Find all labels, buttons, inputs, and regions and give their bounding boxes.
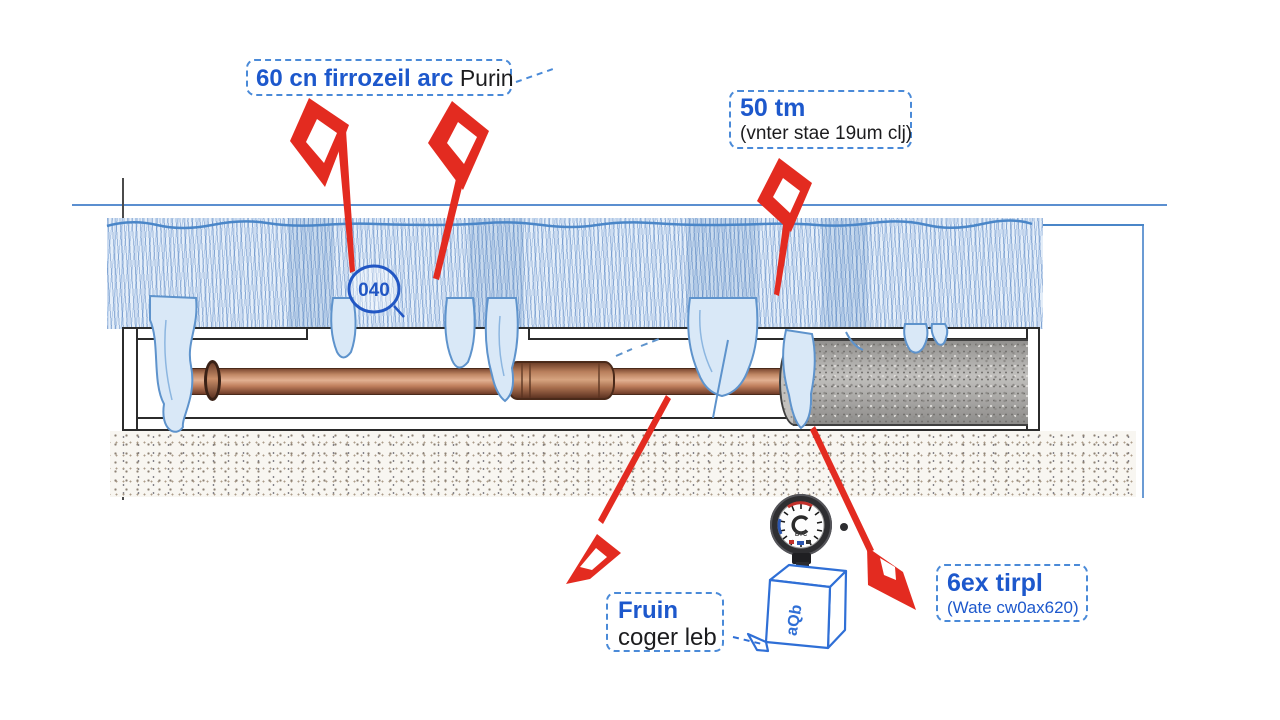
red-dart-arrow-2 <box>428 101 489 280</box>
surface-reference-line <box>72 204 1167 206</box>
red-pointer-arrow-left <box>566 395 671 584</box>
wall-left-inner <box>136 327 138 431</box>
meter-box: aQb <box>746 563 848 653</box>
wall-top-line <box>122 327 1040 329</box>
wall-top-inner-left <box>137 338 307 340</box>
pipe-coupling-ring <box>204 360 221 401</box>
ice-drips <box>149 294 949 433</box>
label-hex: 6ex tirpl (Wate cw0ax620) <box>936 564 1088 622</box>
wall-step <box>306 327 308 340</box>
wall-left-outer <box>122 327 124 431</box>
union-seam <box>529 363 531 398</box>
pipe-union-sleeve <box>507 361 615 400</box>
label-hex-title: 6ex tirpl <box>947 569 1043 597</box>
label-meter: Fruin coger leb <box>606 592 724 652</box>
union-seam <box>521 363 523 398</box>
label-frozen-highlight: 60 cn firrozeil arc <box>256 65 454 92</box>
label-hex-subtitle: (Wate cw0ax620) <box>947 598 1079 617</box>
wall-step <box>528 327 530 340</box>
wall-bottom-inner <box>137 417 1026 419</box>
frost-streak <box>822 218 868 329</box>
gauge-dial-text: BTC <box>795 532 808 538</box>
wall-bottom-line <box>122 429 1040 431</box>
frost-streak <box>288 218 334 329</box>
pressure-gauge: BTC <box>770 494 848 592</box>
label-connector-meter <box>732 636 763 645</box>
wall-right-outer <box>1038 327 1040 431</box>
svg-text:040: 040 <box>358 280 390 301</box>
label-frozen-rest: Purin <box>453 65 514 91</box>
label-connector-top <box>515 68 554 83</box>
frost-band <box>107 218 1043 329</box>
meter-box-text: aQb <box>783 603 805 637</box>
red-dart-arrow-1 <box>290 98 355 273</box>
label-meter-title: Fruin <box>618 597 678 624</box>
circled-value: 040 <box>347 264 405 318</box>
label-frozen-pipe: 60 cn firrozeil arc Purin <box>246 59 514 96</box>
union-seam <box>598 363 600 398</box>
red-dart-arrow-3 <box>757 158 812 296</box>
right-boundary-line <box>1142 225 1144 498</box>
label-depth-title: 50 tm <box>740 94 806 122</box>
wall-top-inner-right <box>528 338 1026 340</box>
insulation-sleeve <box>793 339 1028 426</box>
frost-band-top-extension <box>1042 224 1144 226</box>
label-meter-subtitle: coger leb <box>618 624 717 651</box>
frost-top-wave <box>106 219 1033 230</box>
label-depth-subtitle: (vnter stae 19um clj) <box>740 123 913 144</box>
label-depth: 50 tm (vnter stae 19um clj) <box>729 90 912 149</box>
red-pointer-arrow-right <box>810 426 916 610</box>
copper-pipe <box>172 368 802 395</box>
